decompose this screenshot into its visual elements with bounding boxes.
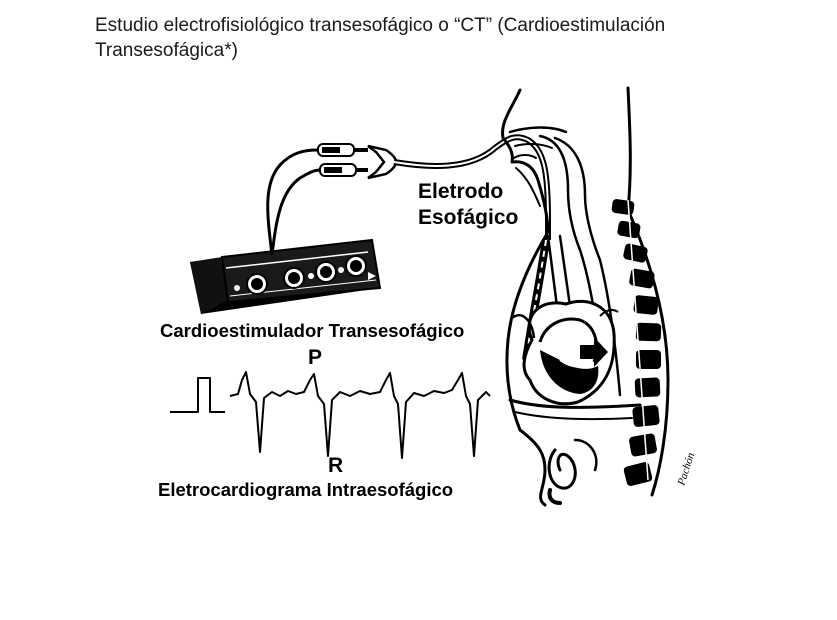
electrode-connectors <box>317 143 398 180</box>
stimulator-cable <box>266 148 321 256</box>
electrode-label-line2: Esofágico <box>418 206 518 229</box>
stimulator-label: Cardioestimulador Transesofágico <box>160 320 464 341</box>
cardiostimulator-device <box>190 238 382 314</box>
ecg-label: Eletrocardiograma Intraesofágico <box>158 479 453 500</box>
ecg-trace <box>170 371 491 459</box>
p-wave-label: P <box>308 346 322 369</box>
esophageal-electrode-lead <box>393 134 551 240</box>
electrode-label-line1: Eletrodo <box>418 180 503 203</box>
arrow-icon <box>580 337 608 367</box>
spine-vertebrae <box>611 199 662 486</box>
figure-title: Estudio electrofisiológico transesofágic… <box>95 15 666 61</box>
r-wave-label: R <box>328 454 343 477</box>
artist-signature: Pachón <box>675 451 697 488</box>
